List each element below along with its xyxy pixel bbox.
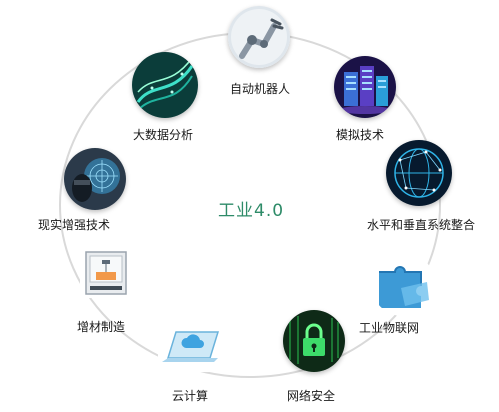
node-label-additive: 增材制造 — [77, 320, 126, 334]
node-label-cloud: 云计算 — [172, 389, 209, 403]
node-label-integration: 水平和垂直系统整合 — [367, 218, 476, 232]
robot-arm-icon — [228, 6, 290, 68]
data-stream-icon — [132, 52, 198, 118]
node-label-bigdata: 大数据分析 — [133, 128, 194, 142]
node-label-ar: 现实增强技术 — [38, 218, 111, 232]
lock-icon — [283, 310, 345, 372]
node-label-security: 网络安全 — [287, 389, 336, 403]
ar-headset-icon — [64, 148, 126, 210]
center-title: 工业4.0 — [218, 201, 285, 221]
network-globe-icon — [386, 140, 452, 206]
cloud-device-icon — [158, 310, 228, 372]
node-label-robot: 自动机器人 — [230, 82, 291, 96]
server-rack-icon — [334, 56, 396, 118]
puzzle-icon — [371, 252, 435, 316]
node-label-sim: 模拟技术 — [336, 128, 385, 142]
node-label-iot: 工业物联网 — [359, 321, 420, 335]
3d-printer-icon — [80, 248, 132, 298]
